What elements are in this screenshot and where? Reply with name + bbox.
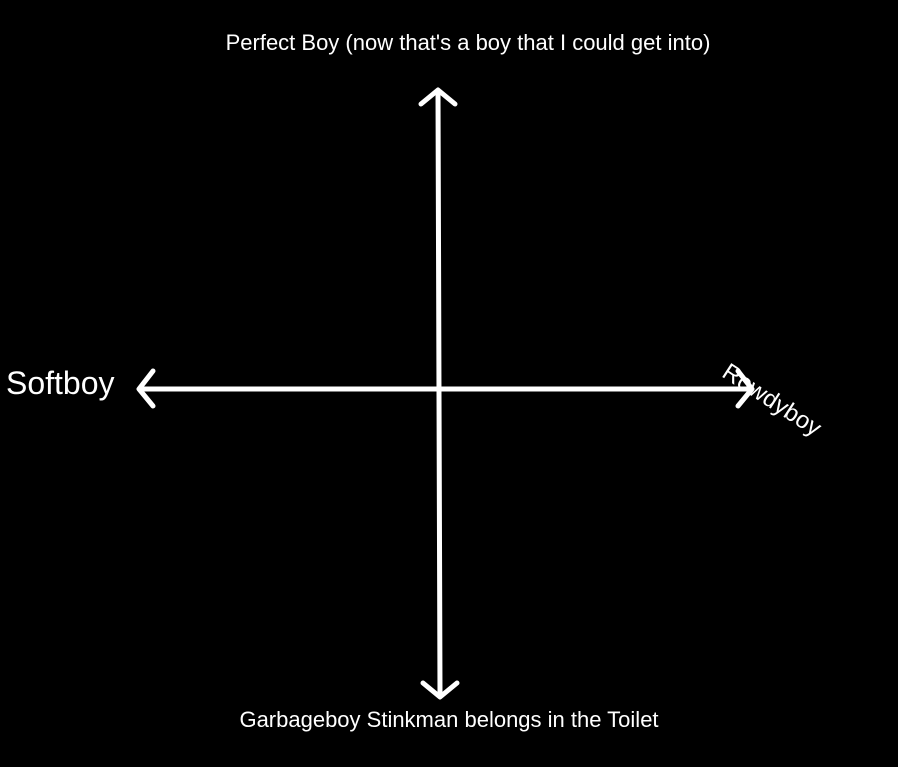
vertical-axis-up-arrowhead bbox=[418, 87, 458, 107]
top-axis-label: Perfect Boy (now that's a boy that I cou… bbox=[225, 30, 711, 55]
vertical-axis bbox=[435, 89, 443, 697]
horizontal-axis-left-arrowhead bbox=[136, 368, 156, 409]
vertical-axis-down-arrowhead bbox=[420, 680, 460, 700]
bottom-axis-label: Garbageboy Stinkman belongs in the Toile… bbox=[239, 707, 659, 732]
horizontal-axis-right-arrowhead bbox=[735, 368, 755, 409]
left-axis-label: Softboy bbox=[6, 365, 115, 401]
